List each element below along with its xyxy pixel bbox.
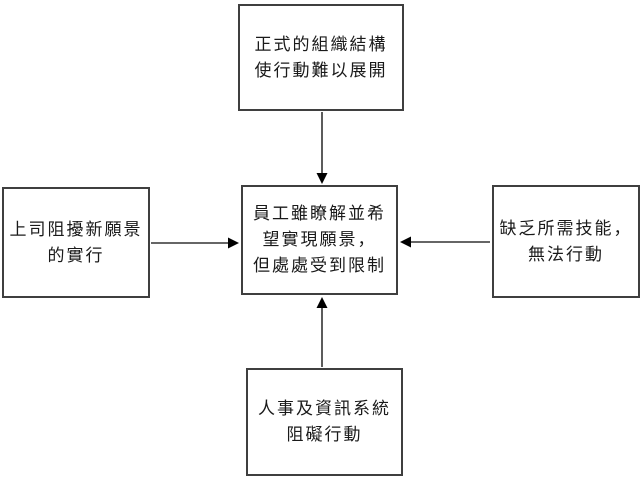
node-text-line: 使行動難以展開: [254, 60, 388, 81]
arrow-top-to-center-icon: [316, 112, 328, 184]
node-text-line: 但處處受到限制: [253, 256, 386, 276]
node-text-line: 無法行動: [528, 244, 604, 265]
node-hr-info-systems: 人事及資訊系統 阻礙行動: [246, 368, 403, 476]
node-formal-structure: 正式的組織結構 使行動難以展開: [238, 4, 404, 111]
node-text-line: 缺乏所需技能，: [499, 218, 633, 239]
arrow-right-to-center-icon: [400, 236, 490, 248]
node-employee-constrained: 員工雖瞭解並希 望實現願景， 但處處受到限制: [241, 185, 398, 295]
node-text-line: 員工雖瞭解並希: [253, 204, 386, 224]
arrow-bottom-to-center-icon: [316, 297, 328, 367]
node-text-line: 人事及資訊系統: [258, 399, 391, 419]
node-boss-obstructs: 上司阻擾新願景 的實行: [2, 187, 150, 298]
node-text-line: 正式的組織結構: [254, 34, 388, 55]
arrow-left-to-center-icon: [151, 237, 239, 249]
node-lack-of-skills: 缺乏所需技能， 無法行動: [492, 185, 640, 298]
node-text-line: 望實現願景，: [262, 230, 377, 250]
node-text-line: 阻礙行動: [286, 425, 363, 445]
node-text-line: 的實行: [47, 245, 105, 266]
node-text-line: 上司阻擾新願景: [9, 219, 143, 240]
